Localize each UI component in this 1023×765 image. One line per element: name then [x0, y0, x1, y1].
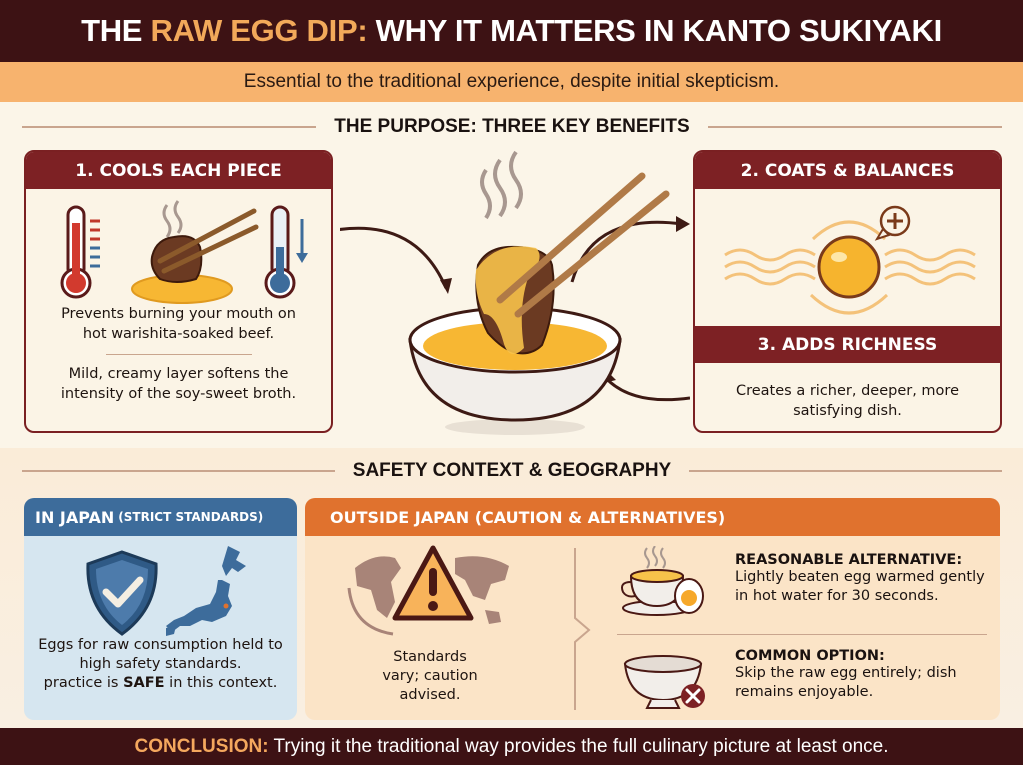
chevron-divider-icon	[574, 548, 591, 710]
caution-illustration	[345, 545, 515, 638]
conclusion-label: CONCLUSION:	[134, 735, 269, 757]
outside-japan-card: OUTSIDE JAPAN (CAUTION & ALTERNATIVES) S…	[305, 498, 1000, 720]
empty-bowl-no-icon	[623, 655, 705, 709]
conclusion-bar: CONCLUSION: Trying it the traditional wa…	[0, 728, 1023, 765]
outside-card-header: OUTSIDE JAPAN (CAUTION & ALTERNATIVES)	[305, 498, 1000, 536]
warning-icon	[392, 545, 474, 621]
divider	[105, 354, 252, 355]
richness-text: Creates a richer, deeper, more satisfyin…	[735, 383, 959, 419]
japan-text: Eggs for raw consumption held to high sa…	[38, 637, 283, 691]
alternative-text: Lightly beaten egg warmed gently in hot …	[735, 569, 985, 604]
caution-text: Standards vary; caution advised.	[382, 649, 478, 703]
benefit-title: 1. COOLS EACH PIECE	[26, 152, 331, 189]
divider	[617, 634, 987, 635]
benefit-card-cools: 1. COOLS EACH PIECE Prevents burning you…	[24, 150, 333, 433]
egg-yolk-balance-icon	[724, 220, 976, 315]
shield-check-icon	[86, 550, 158, 636]
alternative-item: COMMON OPTION: Skip the raw egg entirely…	[617, 646, 997, 716]
beef-in-egg-icon	[131, 200, 259, 304]
divider	[707, 126, 1002, 128]
cools-text-secondary: Mild, creamy layer softens the intensity…	[60, 366, 297, 402]
benefit-title: 2. COATS & BALANCES	[695, 152, 1000, 189]
title-bar: THE RAW EGG DIP: WHY IT MATTERS IN KANTO…	[0, 0, 1023, 62]
center-illustration	[335, 150, 691, 435]
hot-thermometer-icon	[60, 205, 100, 299]
benefit-title: 3. ADDS RICHNESS	[695, 326, 1000, 363]
japan-card: IN JAPAN (STRICT STANDARDS) Eggs for raw…	[24, 498, 297, 720]
beef-dipped-in-egg-bowl-icon	[335, 150, 691, 435]
cools-text-primary: Prevents burning your mouth on hot waris…	[61, 306, 296, 342]
japan-card-header: IN JAPAN (STRICT STANDARDS)	[24, 498, 297, 536]
world-map-icon	[347, 556, 509, 636]
alternative-title: COMMON OPTION:	[735, 648, 885, 664]
divider	[689, 470, 1002, 472]
cool-thermometer-icon	[264, 205, 308, 299]
alternative-text: Skip the raw egg entirely; dish remains …	[735, 665, 957, 700]
purpose-heading: THE PURPOSE: THREE KEY BENEFITS	[22, 116, 1002, 138]
title-accent: RAW EGG DIP:	[150, 13, 368, 48]
alternative-item: REASONABLE ALTERNATIVE: Lightly beaten e…	[617, 546, 997, 622]
warm-egg-cup-icon	[621, 546, 704, 616]
conclusion-text: Trying it the traditional way provides t…	[268, 735, 889, 757]
divider	[22, 470, 335, 472]
subtitle-bar: Essential to the traditional experience,…	[0, 62, 1023, 102]
japan-map-icon	[166, 546, 246, 636]
safety-heading: SAFETY CONTEXT & GEOGRAPHY	[22, 460, 1002, 482]
benefit-card-coats-richness: 2. COATS & BALANCES 3. ADDS RICHNESS Cre…	[693, 150, 1002, 433]
subtitle: Essential to the traditional experience,…	[243, 71, 780, 92]
safe-emphasis: SAFE	[123, 675, 165, 691]
coats-illustration	[695, 189, 1000, 326]
plus-bubble-icon	[874, 205, 911, 241]
cools-illustration	[26, 189, 331, 304]
japan-illustration	[24, 536, 297, 636]
page-title: THE RAW EGG DIP: WHY IT MATTERS IN KANTO…	[81, 13, 942, 48]
divider	[22, 126, 317, 128]
alternative-title: REASONABLE ALTERNATIVE:	[735, 552, 963, 568]
